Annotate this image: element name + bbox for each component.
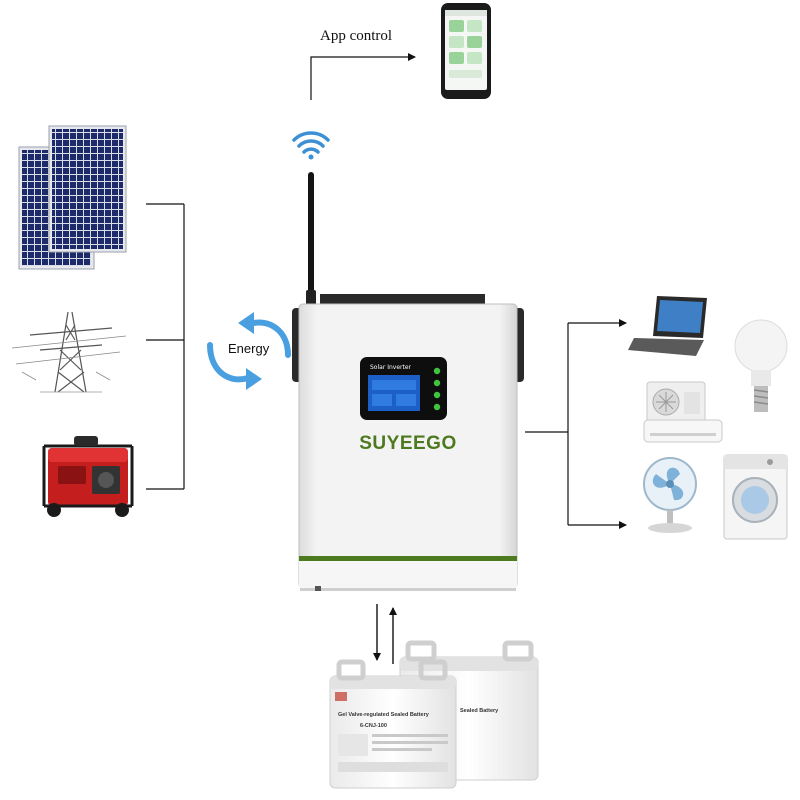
- washing-machine-icon: [723, 454, 788, 540]
- laptop-icon: [628, 296, 707, 356]
- energy-arrows-icon: [207, 312, 291, 390]
- solar-panel-icon: [18, 125, 127, 270]
- air-conditioner-icon: [643, 381, 723, 443]
- wifi-icon: [292, 131, 330, 160]
- indicator-led: [433, 367, 441, 375]
- transmission-tower-icon: [11, 311, 127, 393]
- indicator-led: [433, 391, 441, 399]
- bulb-icon: [734, 319, 788, 412]
- battery-label: Gel Valve-regulated Sealed Battery: [338, 712, 430, 718]
- input-bracket: [146, 203, 185, 490]
- screen-title: Solar Inverter: [370, 364, 412, 371]
- app-control-label: App control: [320, 28, 392, 44]
- indicator-led: [433, 379, 441, 387]
- energy-label: Energy: [228, 341, 270, 356]
- battery-arrows: [373, 604, 397, 664]
- antenna: [306, 172, 316, 308]
- battery-model: 6-CNJ-100: [360, 723, 387, 729]
- fan-icon: [643, 457, 697, 533]
- smartphone-icon: [441, 3, 491, 99]
- brand-name: SUYEEGO: [359, 433, 456, 454]
- output-bracket: [525, 319, 627, 529]
- inverter: Solar Inverter SUYEEGO: [292, 294, 524, 591]
- generator-icon: [42, 436, 134, 517]
- indicator-led: [433, 403, 441, 411]
- battery-icon: Sealed Battery Gel Valve-regulated Seale…: [329, 640, 539, 789]
- app-control-connector: [310, 53, 416, 100]
- battery-back-label: Sealed Battery: [460, 708, 499, 714]
